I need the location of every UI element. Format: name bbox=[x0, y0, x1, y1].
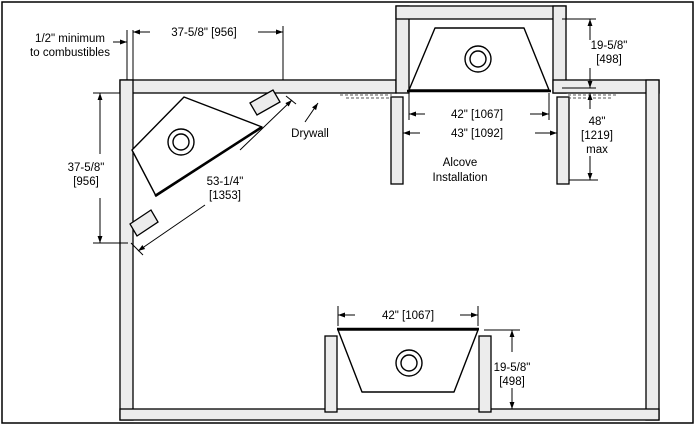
alcove-wall-back bbox=[395, 5, 567, 20]
corner-side-label: 37-5/8" bbox=[68, 162, 105, 174]
alcove-outer-width-label: 43" [1092] bbox=[451, 128, 503, 140]
flat-depth-label: 19-5/8" bbox=[494, 362, 531, 374]
right-wall bbox=[645, 79, 660, 421]
flat-stub-left bbox=[324, 335, 338, 413]
left-wall bbox=[119, 79, 134, 421]
corner-fireplace bbox=[131, 96, 263, 198]
flat-wall-fireplace bbox=[337, 327, 479, 393]
room-walls bbox=[119, 5, 660, 421]
alcove-inner-width-label: 42" [1067] bbox=[451, 109, 503, 121]
corner-top-width-label: 37-5/8" [956] bbox=[171, 27, 236, 39]
alcove-title-sub: Installation bbox=[433, 172, 488, 184]
flat-depth-mm-label: [498] bbox=[499, 376, 525, 388]
alcove-depth-label: 19-5/8" bbox=[591, 40, 628, 52]
alcove-max-suffix: max bbox=[586, 144, 608, 156]
diagonal-label: 53-1/4" bbox=[207, 176, 244, 188]
alcove-flue-inner bbox=[469, 50, 487, 68]
top-wall-right bbox=[552, 79, 660, 94]
drywall-label: Drywall bbox=[291, 128, 329, 140]
alcove-fireplace bbox=[407, 27, 551, 93]
flat-width-label: 42" [1067] bbox=[382, 310, 434, 322]
clearance-sub-label: to combustibles bbox=[30, 47, 110, 59]
corner-stub-top bbox=[249, 89, 281, 116]
alcove-title: Alcove bbox=[443, 157, 478, 169]
corner-stub-bottom bbox=[129, 209, 159, 237]
labels: 1/2" minimum to combustibles 37-5/8" [95… bbox=[28, 27, 629, 388]
alcove-max-label: 48" bbox=[589, 116, 606, 128]
corner-side-mm-label: [956] bbox=[73, 176, 99, 188]
flat-stub-right bbox=[478, 335, 492, 413]
alcove-stub-right bbox=[556, 96, 570, 185]
flat-flue-inner bbox=[400, 354, 418, 372]
clearance-label: 1/2" minimum bbox=[35, 33, 105, 45]
drywall-dash-marks bbox=[340, 94, 618, 99]
diagonal-mm-label: [1353] bbox=[209, 190, 241, 202]
corner-flue-inner bbox=[172, 133, 190, 151]
alcove-stub-left bbox=[390, 96, 404, 185]
top-wall-left bbox=[119, 79, 397, 94]
corner-hearth-line bbox=[154, 125, 263, 198]
alcove-depth-mm-label: [498] bbox=[596, 54, 622, 66]
dimension-lines bbox=[93, 18, 598, 410]
alcove-max-mm-label: [1219] bbox=[581, 130, 613, 142]
bottom-wall bbox=[119, 408, 660, 421]
